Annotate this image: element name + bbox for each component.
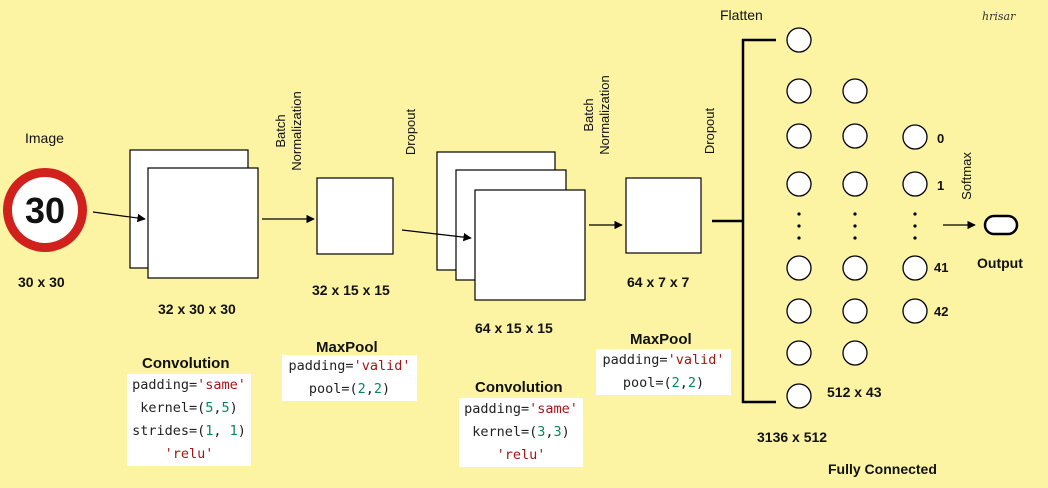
neuron	[842, 123, 868, 149]
conv1-activation: 'relu'	[164, 446, 214, 462]
fc1-size-label: 3136 x 512	[757, 429, 828, 445]
batch-norm-2-label: Batch Normalization	[581, 70, 615, 160]
neuron	[842, 340, 868, 366]
author-signature: hrisar	[982, 10, 1016, 23]
conv2-kernel-a: 3	[537, 424, 546, 440]
pool2-output-label: 64 x 7 x 7	[627, 274, 690, 290]
neuron	[786, 383, 812, 409]
conv1-padding-key: padding=	[132, 377, 198, 393]
node-label-41: 41	[934, 260, 949, 275]
pool1-pool-key: pool=(	[308, 381, 358, 397]
pool2-padding-key: padding=	[602, 352, 668, 368]
conv1-padding-value: 'same'	[197, 377, 246, 393]
batch-norm-1-label: Batch Normalization	[273, 86, 307, 176]
node-label-42: 42	[934, 304, 949, 319]
pool2-pool-b: 2	[687, 375, 697, 391]
dropout-2-label: Dropout	[702, 107, 717, 155]
neuron	[842, 78, 868, 104]
pool1-padding-key: padding=	[288, 358, 354, 374]
pool1-params: padding='valid' pool=(2,2)	[282, 355, 417, 401]
ellipsis-dots	[913, 212, 917, 240]
neuron	[786, 255, 812, 281]
neuron	[786, 298, 812, 324]
neuron	[902, 298, 928, 324]
pool1-padding-value: 'valid'	[353, 358, 411, 374]
conv2-kernel-b: 3	[553, 424, 562, 440]
neuron	[902, 124, 928, 150]
neuron	[786, 27, 812, 53]
neuron	[842, 171, 868, 197]
node-label-0: 0	[937, 131, 945, 146]
pool2-pool-a: 2	[671, 375, 680, 391]
conv2-padding-key: padding=	[464, 401, 530, 417]
batch-norm-1-line1: Batch	[273, 114, 288, 148]
fc-layer-2	[842, 78, 868, 366]
conv1-strides-b: 1	[229, 423, 238, 439]
conv1-kernel-key: kernel=(	[140, 400, 206, 416]
neuron	[786, 123, 812, 149]
conv1-kernel-a: 5	[205, 400, 214, 416]
dropout-1-label: Dropout	[403, 108, 418, 156]
conv2-padding-value: 'same'	[529, 401, 578, 417]
conv1-kernel-b: 5	[221, 400, 230, 416]
input-size-label: 30 x 30	[18, 274, 65, 290]
pool2-params: padding='valid' pool=(2,2)	[596, 349, 731, 395]
fc2-size-label: 512 x 43	[827, 384, 882, 400]
pool1-map	[316, 177, 394, 255]
output-label: Output	[977, 255, 1023, 271]
conv2-kernel-key: kernel=(	[472, 424, 538, 440]
batch-norm-2-line1: Batch	[581, 98, 596, 132]
fully-connected-label: Fully Connected	[828, 461, 937, 477]
pool1-output-label: 32 x 15 x 15	[312, 282, 390, 298]
flatten-bracket	[712, 38, 776, 404]
node-label-1: 1	[937, 178, 945, 193]
fc-layer-1	[786, 27, 812, 409]
ellipsis-dots	[853, 212, 857, 240]
conv1-strides-a: 1	[205, 423, 214, 439]
conv1-strides-key: strides=(	[132, 423, 206, 439]
arrow-image-to-conv1	[92, 211, 146, 223]
conv2-title: Convolution	[475, 379, 563, 396]
speed-limit-sign-icon: 30	[3, 168, 87, 252]
conv2-output-label: 64 x 15 x 15	[475, 320, 553, 336]
neuron	[902, 255, 928, 281]
ellipsis-dots	[797, 212, 801, 240]
neuron	[786, 78, 812, 104]
conv1-params: padding='same' kernel=(5,5) strides=(1, …	[127, 374, 251, 466]
sign-value: 30	[25, 190, 65, 231]
pool1-pool-a: 2	[357, 381, 366, 397]
arrow-pool1-to-conv2	[401, 229, 472, 242]
batch-norm-2-line2: Normalization	[597, 75, 612, 155]
output-node	[983, 214, 1019, 236]
conv2-params: padding='same' kernel=(3,3) 'relu'	[459, 398, 583, 467]
softmax-label: Softmax	[959, 152, 974, 200]
flatten-label: Flatten	[720, 7, 763, 23]
conv2-activation: 'relu'	[496, 447, 546, 463]
pool1-title: MaxPool	[316, 339, 378, 356]
pool2-title: MaxPool	[630, 331, 692, 348]
pool2-pool-key: pool=(	[622, 375, 672, 391]
conv1-output-label: 32 x 30 x 30	[158, 301, 236, 317]
batch-norm-1-line2: Normalization	[289, 91, 304, 171]
conv2-map-3	[474, 189, 586, 301]
pool1-pool-b: 2	[373, 381, 383, 397]
conv1-title: Convolution	[142, 355, 230, 372]
pool2-padding-value: 'valid'	[667, 352, 725, 368]
neuron	[786, 340, 812, 366]
conv1-map-front	[147, 167, 259, 279]
fc-output-layer	[902, 124, 928, 324]
neuron	[902, 171, 928, 197]
image-title: Image	[25, 130, 64, 146]
pool2-map	[625, 177, 702, 254]
neuron	[786, 171, 812, 197]
neuron	[842, 255, 868, 281]
neuron	[842, 298, 868, 324]
